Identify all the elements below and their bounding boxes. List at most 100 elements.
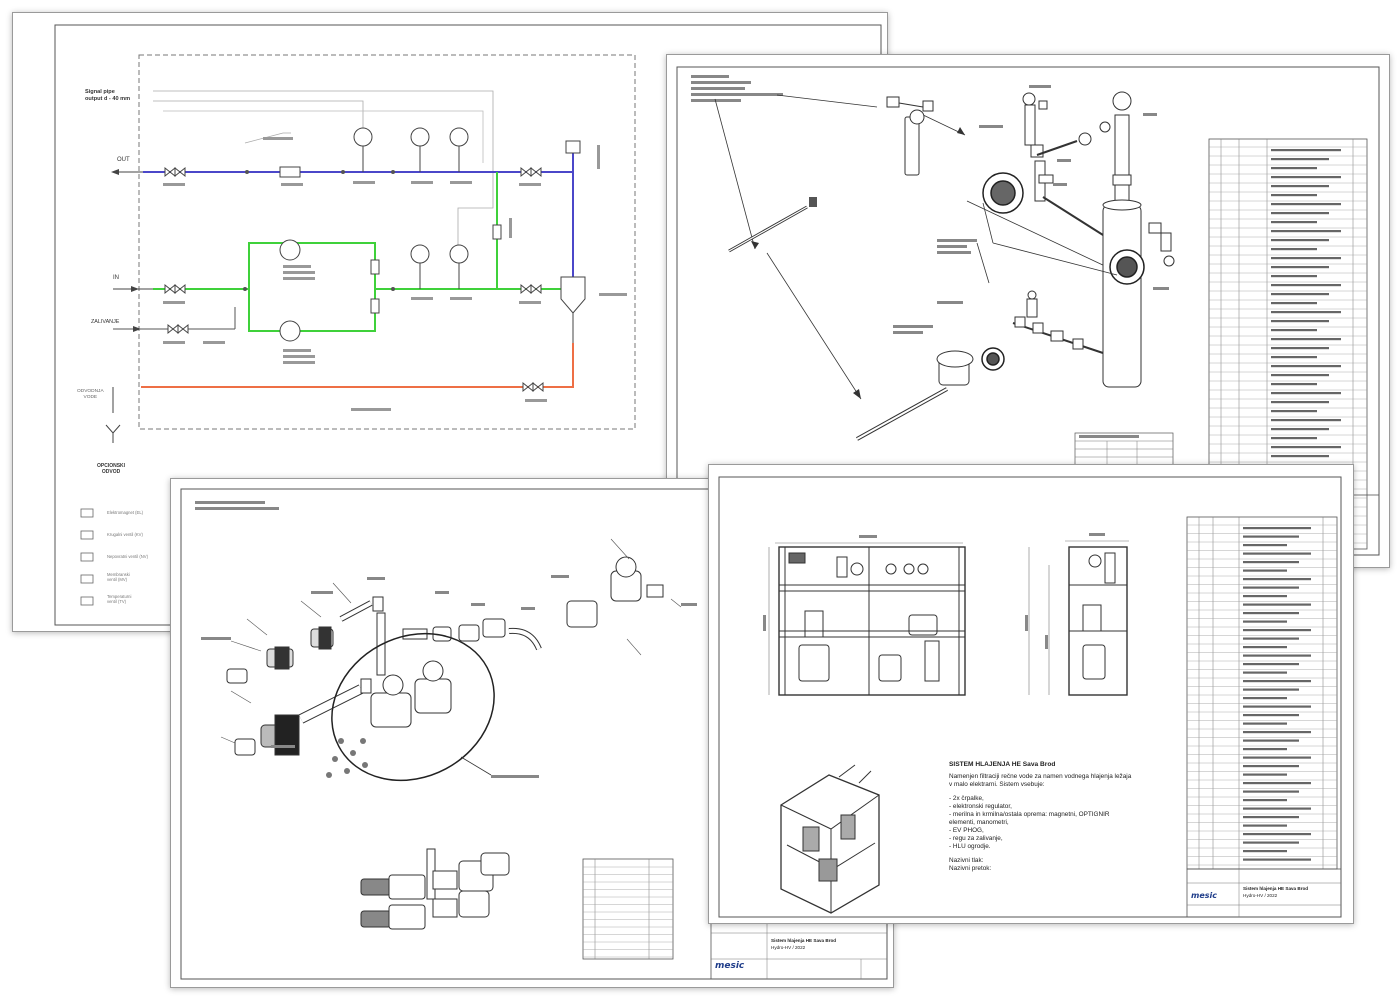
table-cell-placeholder: [1271, 320, 1329, 323]
table-cell-placeholder: [1271, 437, 1317, 440]
table-cell-placeholder: [1243, 637, 1299, 640]
table-cell-placeholder: [1243, 739, 1299, 742]
table-cell-placeholder: [1271, 302, 1317, 305]
table-cell-placeholder: [1271, 383, 1317, 386]
table-cell-placeholder: [1243, 731, 1311, 734]
table-cell-placeholder: [1243, 527, 1311, 530]
table-cell-placeholder: [1271, 329, 1317, 332]
table-cell-placeholder: [1243, 850, 1287, 853]
skid-front-view: [768, 542, 966, 696]
table-cell-placeholder: [1243, 697, 1287, 700]
table-cell-placeholder: [1243, 748, 1287, 751]
drain-label: ODVODNJA VODE: [77, 389, 104, 400]
note-item: - 2x črpalke,: [949, 795, 984, 803]
table-cell-placeholder: [1243, 620, 1287, 623]
table-cell-placeholder: [1271, 158, 1329, 161]
exploded-title-block-subtitle: Hydro-HV / 2022: [771, 945, 806, 950]
table-cell-placeholder: [1271, 248, 1317, 251]
table-cell-placeholder: [1271, 428, 1329, 431]
table-cell-placeholder: [1243, 688, 1299, 691]
table-cell-placeholder: [1271, 275, 1317, 278]
table-cell-placeholder: [1243, 561, 1299, 564]
skid-side-view: [1028, 540, 1129, 696]
supply-note: Signal pipe output d - 40 mm: [85, 89, 131, 102]
table-cell-placeholder: [1243, 595, 1287, 598]
table-cell-placeholder: [1243, 671, 1287, 674]
note-title: SISTEM HLAJENJA HE Sava Brod: [949, 761, 1056, 768]
note-item: - regu za zalivanje,: [949, 835, 1003, 843]
note-item: - EV PHOG,: [949, 827, 984, 835]
table-cell-placeholder: [1243, 765, 1299, 768]
table-cell-placeholder: [1243, 646, 1287, 649]
table-cell-placeholder: [1271, 194, 1317, 197]
table-cell-placeholder: [1271, 239, 1329, 242]
table-cell-placeholder: [1271, 356, 1317, 359]
note-item: - HLU ogrodje.: [949, 843, 991, 851]
table-cell-placeholder: [1243, 816, 1299, 819]
table-cell-placeholder: [1243, 663, 1299, 666]
pid-legend-symbols: [80, 508, 94, 606]
note-item: - elektronski regulator,: [949, 803, 1012, 811]
exploded-title-block-title: Sistem hlajenja HE Sava Brod: [771, 938, 837, 943]
table-cell-placeholder: [1243, 544, 1287, 547]
table-cell-placeholder: [1271, 347, 1329, 350]
table-cell-placeholder: [1243, 841, 1299, 844]
table-cell-placeholder: [1243, 535, 1299, 538]
note-item: - merilna in krmilna/ostala oprema: magn…: [949, 811, 1110, 819]
table-cell-placeholder: [1243, 552, 1311, 555]
skid-title-block-title: Sistem hlajenja HE Sava Brod: [1243, 886, 1309, 891]
table-cell-placeholder: [1271, 419, 1341, 422]
table-cell-placeholder: [1271, 392, 1341, 395]
table-cell-placeholder: [1243, 756, 1311, 759]
drain-line: [141, 343, 574, 388]
skid-layout-drawing: [718, 476, 1342, 918]
table-cell-placeholder: [1271, 365, 1341, 368]
skid-title-block-subtitle: Hydro-HV / 2022: [1243, 893, 1278, 898]
table-cell-placeholder: [1243, 858, 1311, 861]
legend-item: Nepovratni ventil (NV): [107, 554, 148, 559]
table-cell-placeholder: [1271, 338, 1341, 341]
table-cell-placeholder: [1271, 185, 1329, 188]
table-cell-placeholder: [1271, 149, 1341, 152]
exploded-parts-table: [582, 858, 674, 960]
table-cell-placeholder: [1271, 284, 1341, 287]
table-cell-placeholder: [1243, 586, 1299, 589]
note-item: elementi, manometri,: [949, 819, 1009, 827]
table-cell-placeholder: [1271, 293, 1329, 296]
table-cell-placeholder: [1243, 612, 1299, 615]
note-footer: Nazivni pretok:: [949, 865, 992, 873]
table-cell-placeholder: [1243, 782, 1311, 785]
table-cell-placeholder: [1271, 221, 1317, 224]
table-cell-placeholder: [1271, 203, 1341, 206]
table-cell-placeholder: [1271, 311, 1341, 314]
skid-isometric-view: [780, 764, 880, 914]
exploded-company-logo: mesic: [715, 961, 745, 971]
table-cell-placeholder: [1243, 824, 1287, 827]
table-cell-placeholder: [1243, 578, 1311, 581]
skid-layout-sheet: SISTEM HLAJENJA HE Sava Brod Namenjen fi…: [708, 464, 1354, 924]
table-cell-placeholder: [1271, 257, 1341, 260]
drain-system-label: OPCIONSKI ODVOD: [97, 463, 126, 476]
skid-parts-list-table: [1186, 516, 1338, 870]
table-cell-placeholder: [1243, 773, 1287, 776]
table-cell-placeholder: [1243, 722, 1287, 725]
table-cell-placeholder: [1271, 401, 1329, 404]
filter-column: [1102, 91, 1142, 388]
detail-ellipse: [331, 632, 495, 782]
system-description-note: SISTEM HLAJENJA HE Sava Brod Namenjen fi…: [949, 761, 1131, 873]
table-cell-placeholder: [1243, 799, 1287, 802]
note-footer: Nazivni tlak:: [949, 857, 984, 865]
table-cell-placeholder: [1243, 714, 1299, 717]
note-intro: Namenjen filtraciji rečne vode za namen …: [949, 773, 1132, 789]
table-cell-placeholder: [1243, 705, 1311, 708]
table-cell-placeholder: [1271, 212, 1329, 215]
table-cell-placeholder: [1271, 455, 1329, 458]
table-cell-placeholder: [1243, 680, 1311, 683]
filter-vessel: [560, 276, 586, 314]
legend-item: Krugalni ventil (KV): [107, 532, 143, 537]
table-cell-placeholder: [1271, 446, 1341, 449]
table-cell-placeholder: [1271, 230, 1341, 233]
legend-item: Temperaturni ventil (TV): [107, 594, 132, 605]
table-cell-placeholder: [1271, 410, 1317, 413]
table-cell-placeholder: [1243, 654, 1311, 657]
